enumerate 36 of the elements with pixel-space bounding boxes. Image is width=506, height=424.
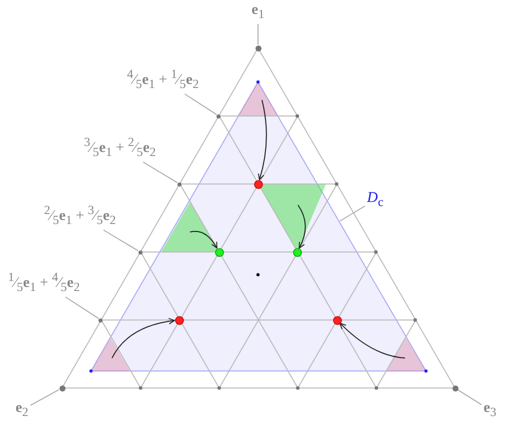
leader-line bbox=[65, 296, 100, 320]
point-marker bbox=[254, 180, 262, 188]
shaded-triangle bbox=[161, 202, 219, 252]
shaded-triangle bbox=[386, 338, 426, 371]
arrow bbox=[112, 318, 175, 358]
leader-line bbox=[142, 162, 178, 184]
point-label: $^{3}$⁄$_{5}$e$_{1}$ + $^{2}$⁄$_{5}$e$_{2}$ bbox=[84, 136, 156, 160]
point-marker bbox=[58, 384, 66, 392]
vertex-label: e$_{3}$ bbox=[484, 400, 496, 420]
point-marker bbox=[452, 384, 458, 392]
leader-line bbox=[30, 389, 60, 406]
leader-line bbox=[458, 389, 482, 406]
point-marker bbox=[254, 44, 262, 52]
leader-line bbox=[184, 94, 218, 116]
vertex-label: e$_{1}$ bbox=[252, 2, 264, 22]
arrow bbox=[298, 204, 306, 249]
shaded-triangle bbox=[238, 82, 278, 116]
point-marker bbox=[176, 182, 182, 186]
point-marker bbox=[174, 316, 184, 324]
arrow bbox=[258, 100, 267, 180]
point-marker bbox=[98, 318, 104, 322]
point-label: $^{4}$⁄$_{5}$e$_{1}$ + $^{1}$⁄$_{5}$e$_{2}$ bbox=[127, 68, 199, 92]
point-marker bbox=[292, 248, 302, 256]
leader-line bbox=[102, 230, 138, 252]
point-marker bbox=[332, 316, 342, 324]
point-label: $^{1}$⁄$_{5}$e$_{1}$ + $^{4}$⁄$_{5}$e$_{2}$ bbox=[8, 271, 80, 295]
point-marker bbox=[214, 248, 224, 256]
leader-line bbox=[340, 206, 366, 222]
vertex-label: e$_{2}$ bbox=[16, 400, 28, 420]
arrow bbox=[340, 322, 406, 358]
point-label: $^{2}$⁄$_{5}$e$_{1}$ + $^{3}$⁄$_{5}$e$_{2}$ bbox=[44, 204, 116, 228]
shaded-triangle bbox=[91, 338, 130, 371]
region-label: D$_{c}$ bbox=[367, 190, 384, 210]
point-marker bbox=[216, 114, 222, 118]
point-marker bbox=[138, 250, 143, 254]
arrow bbox=[190, 230, 218, 248]
